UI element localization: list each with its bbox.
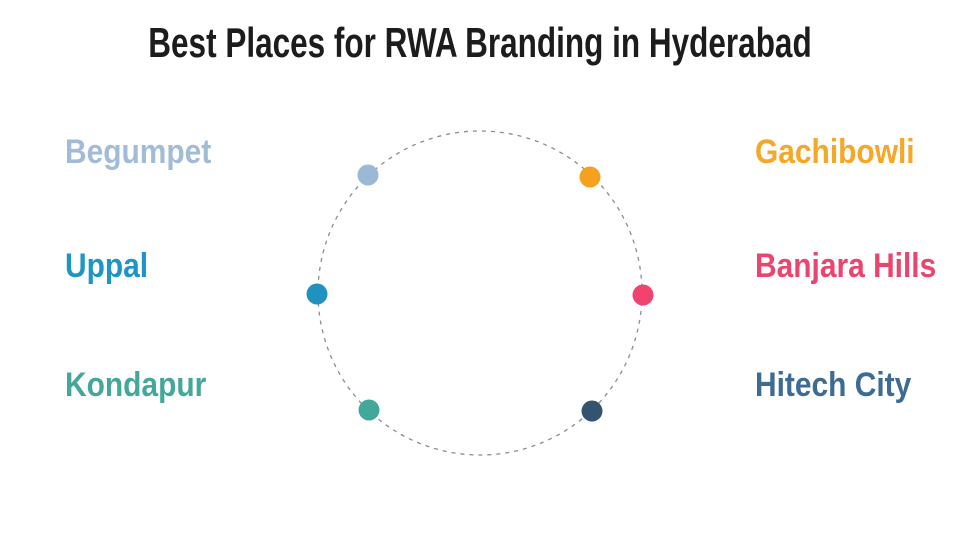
label-hitech-city: Hitech City (755, 366, 912, 404)
label-kondapur: Kondapur (65, 366, 207, 404)
kondapur-dot (358, 399, 380, 421)
label-uppal: Uppal (65, 247, 149, 285)
label-banjara-hills: Banjara Hills (755, 247, 937, 285)
label-begumpet: Begumpet (65, 133, 212, 171)
gachibowli-dot (579, 166, 601, 188)
hitech-city-dot (581, 400, 603, 422)
label-gachibowli: Gachibowli (755, 133, 915, 171)
begumpet-dot (357, 164, 379, 186)
page-title: Best Places for RWA Branding in Hyderaba… (148, 19, 812, 66)
marker-dots (306, 164, 654, 422)
uppal-dot (306, 283, 328, 305)
banjara-hills-dot (632, 284, 654, 306)
